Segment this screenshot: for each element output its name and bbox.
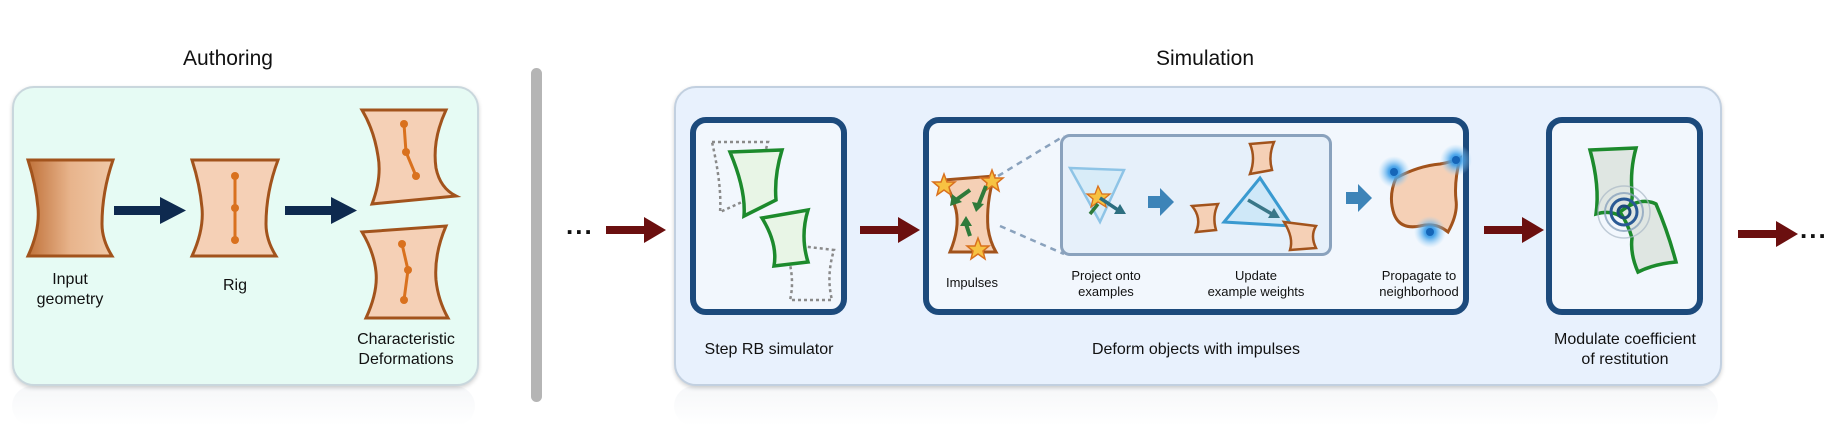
modulate-restitution-label: Modulate coefficient of restitution — [1530, 330, 1720, 370]
modulate-label-line-1: Modulate coefficient — [1553, 331, 1696, 348]
deform-objects-label: Deform objects with impulses — [1091, 341, 1301, 358]
project-label-line-2: examples — [1078, 284, 1134, 299]
blue-step-arrow-2 — [1346, 184, 1372, 212]
impulse-arrow-icon — [950, 185, 988, 237]
project-onto-examples-label: Project onto examples — [1060, 268, 1152, 300]
update-label-line-2: example weights — [1207, 284, 1305, 299]
update-label-line-1: Update — [1235, 268, 1277, 283]
rig-shape — [189, 158, 281, 258]
propagate-label-line-2: neighborhood — [1379, 284, 1459, 299]
ellipsis-left: ... — [566, 210, 594, 240]
section-divider — [531, 68, 542, 402]
simulation-arrow-out — [1738, 221, 1798, 247]
impulses-label: Impulses — [945, 275, 999, 290]
simulation-arrow-3 — [1484, 217, 1544, 243]
simulation-panel-reflection — [674, 386, 1718, 426]
project-triangle — [1067, 166, 1126, 225]
propagate-label: Propagate to neighborhood — [1364, 268, 1474, 300]
blue-glow-icon — [1378, 144, 1472, 248]
authoring-arrow-1 — [114, 197, 186, 224]
input-geometry-shape — [25, 158, 116, 258]
authoring-panel-reflection — [12, 386, 475, 426]
simulation-title: Simulation — [1155, 47, 1255, 70]
authoring-title: Authoring — [183, 47, 273, 70]
deformation-shape-1 — [359, 108, 462, 206]
input-label-line-1: Input — [52, 271, 88, 288]
ellipsis-right: ... — [1800, 214, 1828, 244]
modulate-label-line-2: of restitution — [1581, 351, 1669, 368]
step-rb-simulator-label: Step RB simulator — [704, 341, 834, 358]
blue-step-arrow-1 — [1148, 188, 1174, 216]
propagate-label-line-1: Propagate to — [1381, 268, 1457, 283]
authoring-arrow-2 — [285, 197, 357, 224]
update-weights-graphic — [1189, 140, 1319, 252]
input-label-line-2: geometry — [36, 291, 104, 308]
deformation-shape-2 — [359, 224, 451, 320]
rig-label: Rig — [222, 277, 247, 294]
simulation-arrow-in — [606, 217, 666, 243]
rigid-body-shapes — [710, 140, 836, 302]
update-weights-label: Update example weights — [1194, 268, 1318, 300]
restitution-graphic — [1587, 146, 1679, 275]
simulation-arrow-2 — [860, 217, 920, 243]
deform-label-line-1: Characteristic — [357, 331, 455, 348]
star-icon — [930, 167, 1006, 261]
deform-label-line-2: Deformations — [358, 351, 454, 368]
project-label-line-1: Project onto — [1071, 268, 1141, 283]
input-geometry-label: Input geometry — [30, 270, 110, 310]
characteristic-deformations-label: Characteristic Deformations — [340, 330, 472, 370]
